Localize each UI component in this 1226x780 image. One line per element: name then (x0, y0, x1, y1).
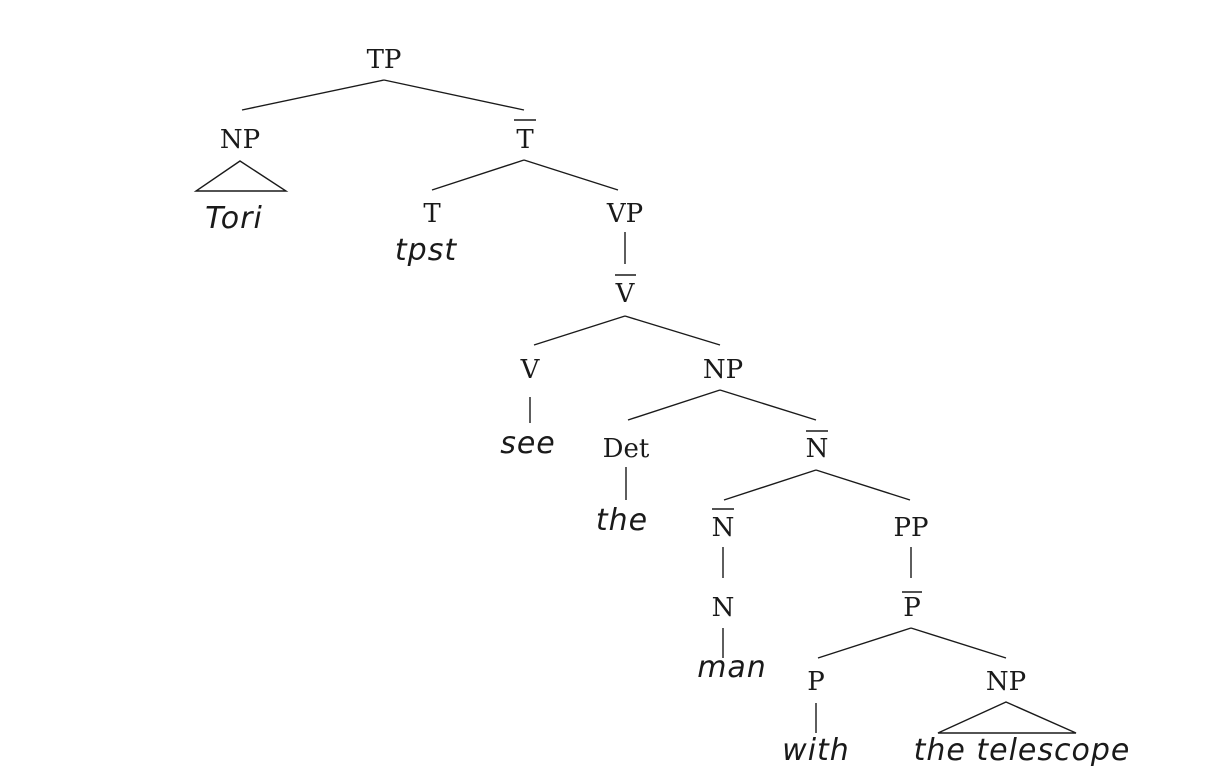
edge-np-det (627, 389, 721, 421)
node-vp: VP (606, 199, 643, 229)
word-tpst: tpst (395, 233, 457, 268)
node-t: T (423, 199, 441, 229)
node-tp: TP (367, 45, 402, 75)
triangle-np-pobj (937, 701, 1077, 734)
node-n: N (712, 593, 735, 623)
edge-np-nbar (719, 389, 817, 421)
word-the: the (596, 503, 648, 538)
edge-pbar-p (817, 627, 912, 659)
node-np-obj: NP (703, 355, 743, 385)
node-n-bar-2: N (712, 513, 735, 543)
node-np-pobj: NP (986, 667, 1026, 697)
node-t-bar: T (516, 125, 534, 155)
node-det: Det (603, 434, 650, 464)
edge-vbar-np (624, 315, 721, 346)
node-np-subj: NP (220, 125, 260, 155)
node-v-bar: V (615, 279, 636, 309)
node-p: P (807, 667, 825, 697)
word-the-telescope: the telescope (914, 733, 1131, 768)
bar-level-marks (514, 119, 922, 593)
triangle-np-subj (193, 160, 289, 192)
category-labels: TP NP T T VP V V NP Det N N PP N P P NP (220, 45, 1026, 697)
node-n-bar-1: N (806, 434, 829, 464)
edge-tp-np (241, 79, 385, 111)
edge-tp-tbar (383, 79, 525, 111)
edge-nbar-nbar (723, 469, 817, 501)
edge-tbar-vp (523, 159, 619, 191)
node-v: V (520, 355, 541, 385)
tree-edges (193, 79, 1077, 734)
node-p-bar: P (903, 593, 921, 623)
edge-vbar-v (533, 315, 626, 346)
word-with: with (782, 733, 850, 768)
edge-nbar-pp (815, 469, 911, 501)
edge-tbar-t (431, 159, 525, 191)
word-man: man (697, 650, 767, 685)
node-pp: PP (894, 513, 929, 543)
edge-pbar-np (910, 627, 1007, 659)
word-see: see (500, 426, 556, 461)
terminal-words: Tori tpst see the man with the telescope (205, 201, 1131, 768)
word-tori: Tori (205, 201, 263, 236)
